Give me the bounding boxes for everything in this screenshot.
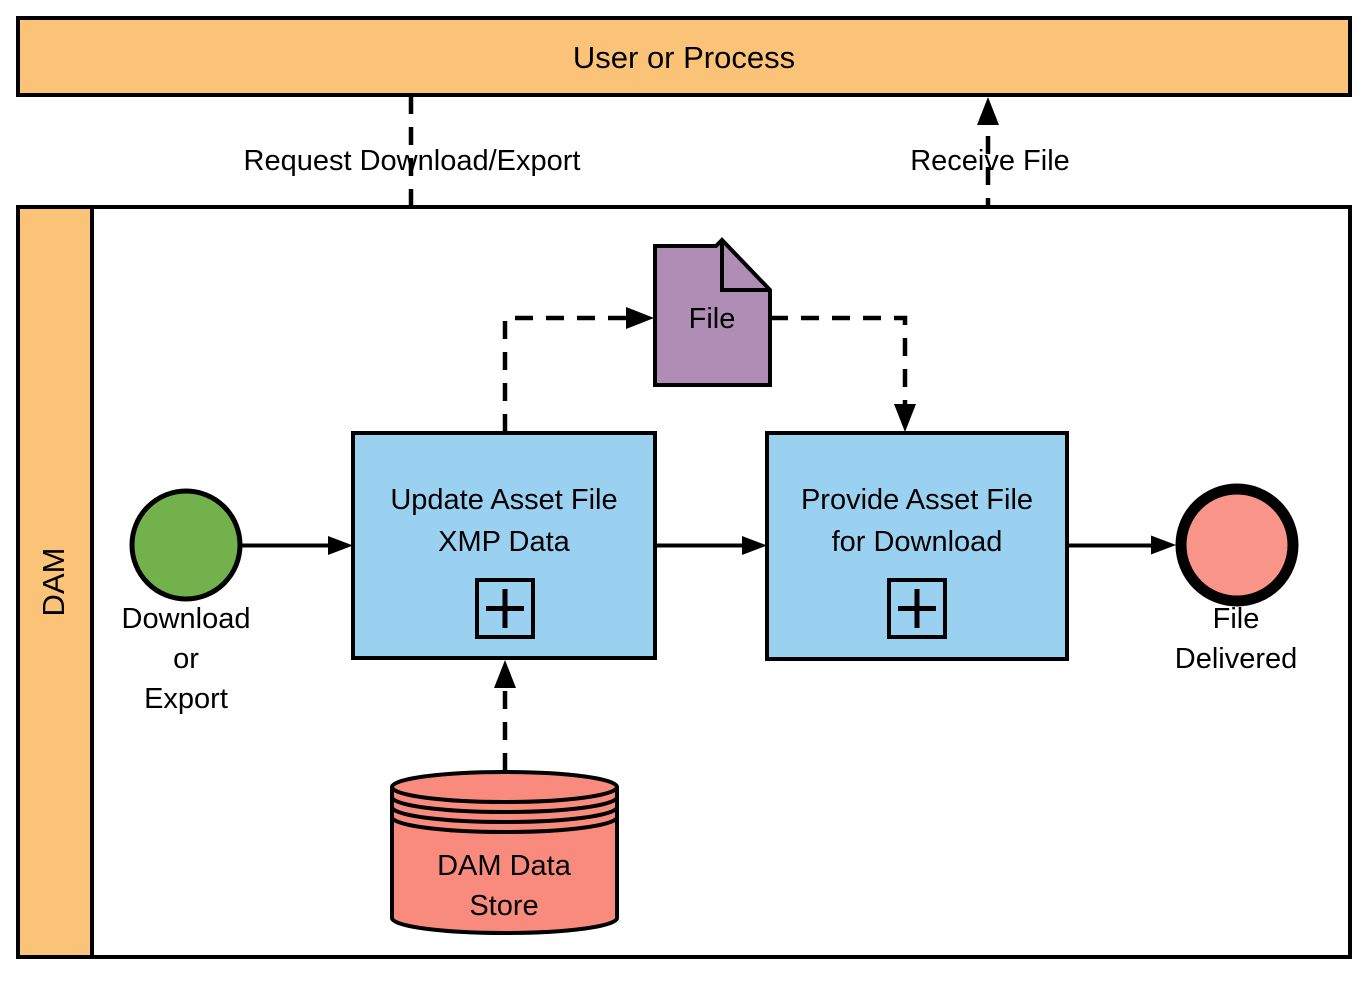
message-flow-receive-label: Receive File <box>910 145 1070 177</box>
start-event-circle <box>129 488 243 602</box>
data-object-file: File <box>653 237 772 387</box>
arrowhead-right-icon <box>626 307 654 329</box>
document-fold-icon <box>720 240 770 292</box>
task-update-asset-file-xmp-data: Update Asset File XMP Data <box>351 431 657 660</box>
external-participant-user-or-process: User or Process <box>16 16 1352 97</box>
cylinder-rim-line <box>390 796 619 814</box>
pool-lane-label-strip <box>16 205 94 959</box>
participant-label: User or Process <box>573 40 795 75</box>
subprocess-plus-icon <box>475 578 535 639</box>
arrowhead-right-icon <box>1151 535 1176 555</box>
arrowhead-right-icon <box>328 536 353 555</box>
pool-dam: DAM <box>16 205 1352 959</box>
task-provide-asset-file-for-download: Provide Asset File for Download <box>765 431 1069 661</box>
data-flow-store-to-update <box>494 660 516 771</box>
arrowhead-right-icon <box>742 536 767 555</box>
sequence-flow-provide-to-end <box>1067 535 1176 555</box>
data-flow-update-to-file <box>502 307 654 432</box>
start-event-download-or-export: Download or Export <box>122 488 251 715</box>
cylinder-rim-line <box>390 806 619 824</box>
sequence-flow-update-to-provide <box>655 536 767 555</box>
message-flow-receive-file: Receive File <box>910 97 1070 433</box>
sequence-flow-start-to-update <box>242 536 353 555</box>
data-store-label-line1: DAM Data <box>437 850 572 882</box>
task-label-line1: Provide Asset File <box>801 484 1033 516</box>
data-flow-file-to-provide <box>770 315 916 432</box>
end-event-circle <box>1175 483 1299 607</box>
arrowhead-up-icon <box>977 97 999 125</box>
task-label-line2: for Download <box>832 526 1003 558</box>
cylinder-body-outline <box>390 787 619 935</box>
data-flow-line <box>770 315 908 404</box>
data-store-dam: DAM Data Store <box>390 770 619 935</box>
end-event-label-line1: File <box>1213 603 1260 635</box>
task-label-line1: Update Asset File <box>390 484 617 516</box>
participant-banner <box>16 16 1352 97</box>
arrowhead-up-icon <box>494 660 516 688</box>
subprocess-plus-icon <box>887 578 947 639</box>
task-label-line2: XMP Data <box>438 526 571 558</box>
end-event-label-line2: Delivered <box>1175 643 1298 675</box>
cylinder-top <box>390 770 619 804</box>
message-flow-request-label: Request Download/Export <box>244 145 581 177</box>
start-event-label-line3: Export <box>144 683 228 715</box>
pool-label: DAM <box>36 548 71 617</box>
cylinder-rim-line <box>390 816 619 834</box>
start-event-label-line1: Download <box>122 603 251 635</box>
task-box <box>765 431 1069 661</box>
end-event-file-delivered: File Delivered <box>1175 483 1299 675</box>
start-event-label-line2: or <box>173 643 199 675</box>
data-store-label-line2: Store <box>469 890 538 922</box>
data-object-label: File <box>689 303 736 335</box>
arrowhead-down-icon <box>894 404 916 432</box>
cylinder-body-fill <box>392 787 617 934</box>
data-flow-line <box>502 315 628 432</box>
